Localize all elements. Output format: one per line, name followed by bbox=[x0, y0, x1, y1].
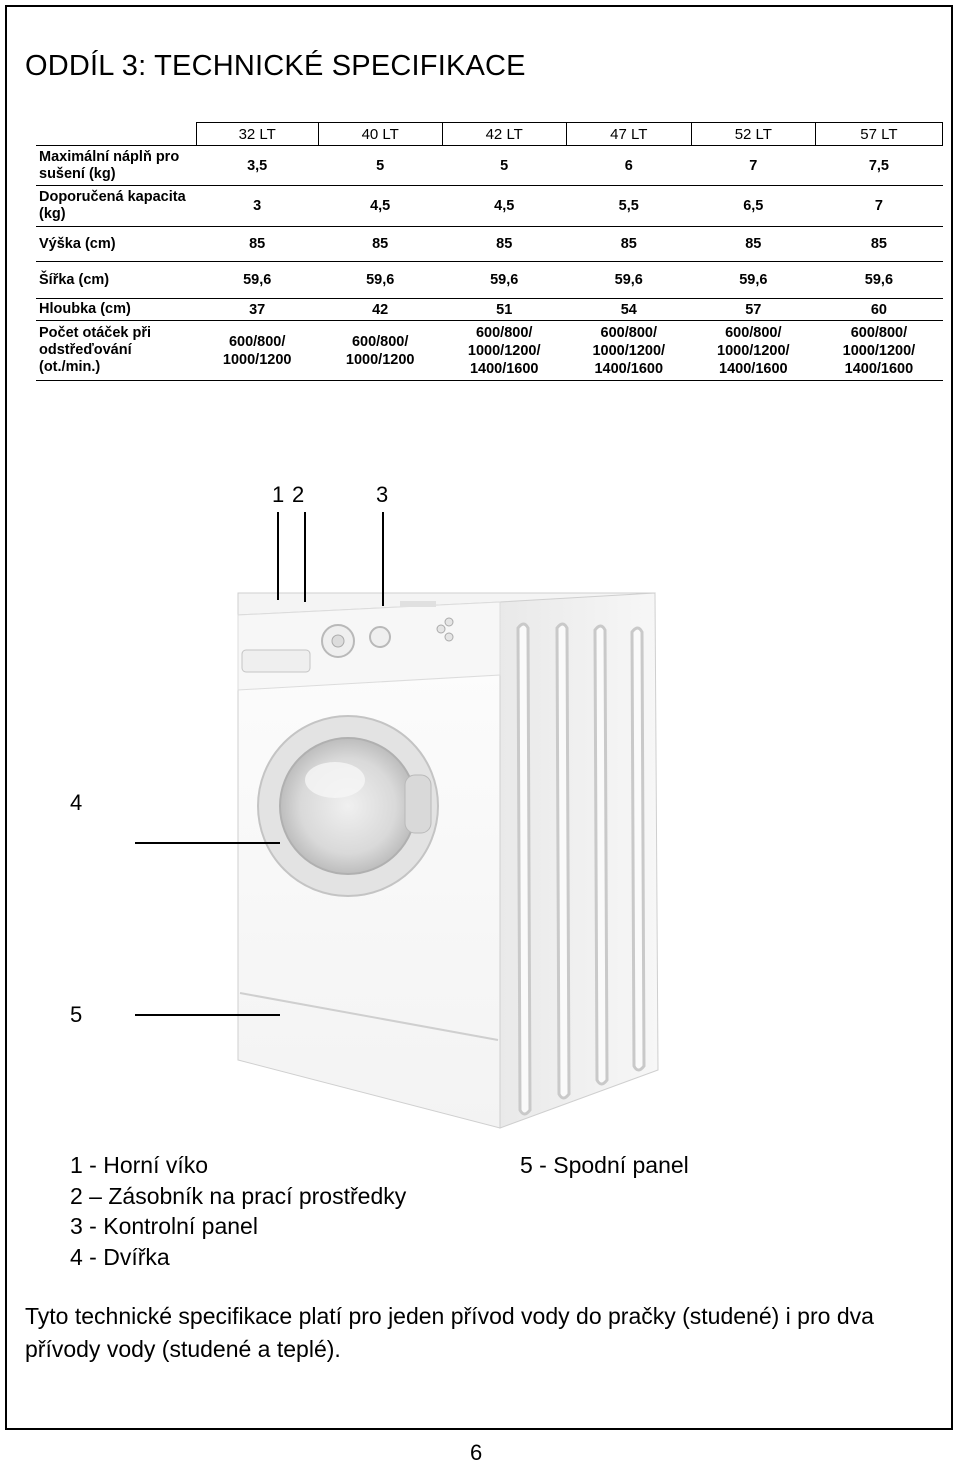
legend-item: 4 - Dvířka bbox=[70, 1243, 170, 1270]
table-cell: 5,5 bbox=[566, 185, 692, 227]
table-cell: 600/800/ 1000/1200/ 1400/1600 bbox=[566, 320, 692, 381]
table-cell: 3 bbox=[196, 185, 319, 227]
control-panel bbox=[237, 601, 501, 691]
legend-left: 1 - Horní víko 2 – Zásobník na prací pro… bbox=[70, 1150, 406, 1272]
table-row: Výška (cm) 85 85 85 85 85 85 bbox=[36, 226, 943, 262]
table-cell: 85 bbox=[196, 226, 319, 262]
column-header: 42 LT bbox=[441, 122, 567, 146]
table-cell: 54 bbox=[566, 298, 692, 321]
table-cell: 600/800/ 1000/1200/ 1400/1600 bbox=[691, 320, 816, 381]
table-cell: 59,6 bbox=[442, 261, 567, 299]
spec-table: 32 LT 40 LT 42 LT 47 LT 52 LT 57 LT Maxi… bbox=[36, 122, 944, 381]
page-number: 6 bbox=[470, 1440, 483, 1465]
column-header: 32 LT bbox=[195, 122, 319, 146]
callout-leaders bbox=[135, 512, 384, 1016]
table-row: Doporučená kapacita (kg) 3 4,5 4,5 5,5 6… bbox=[36, 185, 943, 227]
legend-item: 3 - Kontrolní panel bbox=[70, 1213, 258, 1239]
table-cell: 85 bbox=[566, 226, 692, 262]
table-cell: 59,6 bbox=[318, 261, 443, 299]
table-cell: 59,6 bbox=[691, 261, 816, 299]
row-label: Doporučená kapacita (kg) bbox=[36, 185, 197, 227]
table-cell: 51 bbox=[442, 298, 567, 321]
temp-knob bbox=[369, 626, 391, 648]
washing-machine-illustration bbox=[135, 512, 659, 1129]
row-label: Hloubka (cm) bbox=[36, 298, 197, 321]
table-cell: 85 bbox=[691, 226, 816, 262]
table-cell: 57 bbox=[691, 298, 816, 321]
row-label: Maximální náplň pro sušení (kg) bbox=[36, 145, 197, 186]
table-cell: 4,5 bbox=[318, 185, 443, 227]
table-row: Maximální náplň pro sušení (kg) 3,5 5 5 … bbox=[36, 145, 943, 186]
door-glass bbox=[279, 737, 417, 875]
bottom-panel-line bbox=[239, 992, 499, 1041]
legend-item: 5 - Spodní panel bbox=[520, 1152, 689, 1178]
column-header: 47 LT bbox=[565, 122, 692, 146]
legend-right: 5 - Spodní panel bbox=[520, 1150, 689, 1181]
table-cell: 6,5 bbox=[691, 185, 816, 227]
callout-4: 4 bbox=[70, 790, 83, 815]
legend-item: 1 - Horní víko bbox=[70, 1152, 209, 1178]
row-label: Šířka (cm) bbox=[36, 261, 197, 299]
machine-side bbox=[499, 592, 659, 1129]
table-cell: 59,6 bbox=[566, 261, 692, 299]
table-cell: 3,5 bbox=[196, 145, 319, 186]
table-cell: 600/800/ 1000/1200/ 1400/1600 bbox=[815, 320, 943, 381]
page-frame bbox=[5, 5, 953, 1430]
callout-2: 2 bbox=[292, 482, 305, 507]
table-cell: 5 bbox=[442, 145, 567, 186]
table-cell: 85 bbox=[442, 226, 567, 262]
table-row: Počet otáček při odstřeďování (ot./min.)… bbox=[36, 320, 943, 381]
side-ribs bbox=[516, 622, 646, 1116]
legend-item: 2 – Zásobník na prací prostředky bbox=[70, 1182, 407, 1209]
callout-5: 5 bbox=[70, 1002, 83, 1027]
callout-1: 1 bbox=[272, 482, 285, 507]
column-header: 40 LT bbox=[317, 122, 443, 146]
row-label: Počet otáček při odstřeďování (ot./min.) bbox=[36, 320, 197, 381]
table-cell: 6 bbox=[566, 145, 692, 186]
table-row: Šířka (cm) 59,6 59,6 59,6 59,6 59,6 59,6 bbox=[36, 261, 943, 299]
table-cell: 7 bbox=[691, 145, 816, 186]
table-cell: 85 bbox=[815, 226, 943, 262]
column-header: 52 LT bbox=[690, 122, 816, 146]
table-cell: 42 bbox=[318, 298, 443, 321]
callout-3: 3 bbox=[376, 482, 389, 507]
header-blank-cell bbox=[36, 123, 196, 146]
table-cell: 37 bbox=[196, 298, 319, 321]
detergent-drawer bbox=[241, 649, 311, 673]
column-header: 57 LT bbox=[814, 122, 944, 146]
table-cell: 600/800/ 1000/1200 bbox=[318, 320, 443, 381]
table-cell: 59,6 bbox=[815, 261, 943, 299]
table-cell: 600/800/ 1000/1200/ 1400/1600 bbox=[442, 320, 567, 381]
table-cell: 7 bbox=[815, 185, 943, 227]
table-cell: 4,5 bbox=[442, 185, 567, 227]
table-cell: 600/800/ 1000/1200 bbox=[196, 320, 319, 381]
table-header-row: 32 LT 40 LT 42 LT 47 LT 52 LT 57 LT bbox=[36, 122, 944, 146]
table-cell: 60 bbox=[815, 298, 943, 321]
door-handle bbox=[404, 774, 432, 834]
row-label: Výška (cm) bbox=[36, 226, 197, 262]
table-cell: 59,6 bbox=[196, 261, 319, 299]
page-title: ODDÍL 3: TECHNICKÉ SPECIFIKACE bbox=[25, 50, 526, 82]
table-row: Hloubka (cm) 37 42 51 54 57 60 bbox=[36, 298, 943, 321]
footnote: Tyto technické specifikace platí pro jed… bbox=[25, 1303, 874, 1362]
table-cell: 85 bbox=[318, 226, 443, 262]
table-cell: 5 bbox=[318, 145, 443, 186]
table-cell: 7,5 bbox=[815, 145, 943, 186]
